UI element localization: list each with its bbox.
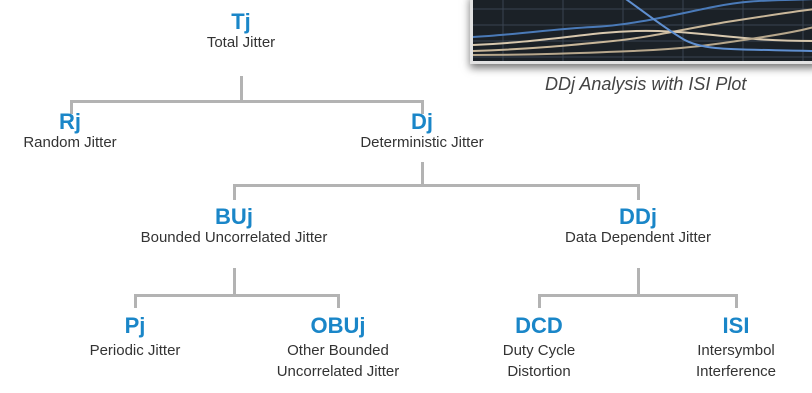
node-description: Periodic Jitter	[89, 342, 181, 359]
node-description: Bounded Uncorrelated Jitter	[140, 229, 328, 246]
connector-isi-drop	[735, 294, 738, 308]
node-duty-cycle-distortion: DCD Duty Cycle Distortion	[503, 314, 576, 381]
node-other-bounded-uncorrelated-jitter: OBUj Other Bounded Uncorrelated Jitter	[277, 314, 400, 381]
isi-plot-screenshot	[470, 0, 812, 64]
node-description: Deterministic Jitter	[360, 134, 484, 151]
node-abbr: BUj	[215, 204, 253, 229]
node-total-jitter: Tj Total Jitter	[207, 10, 275, 52]
connector-pj-drop	[134, 294, 137, 308]
node-description: Random Jitter	[23, 134, 117, 151]
connector-dj-drop	[421, 100, 424, 114]
connector-buj-drop	[233, 184, 236, 200]
connector-ddj-children	[538, 294, 738, 297]
node-abbr: ISI	[722, 313, 750, 338]
node-periodic-jitter: Pj Periodic Jitter	[90, 314, 181, 360]
connector-ddj-drop	[637, 184, 640, 200]
node-description-line1: Other Bounded	[287, 342, 389, 359]
connector-tj-children	[70, 100, 424, 103]
node-abbr: DDj	[619, 204, 657, 229]
connector-rj-drop	[70, 100, 73, 114]
node-intersymbol-interference: ISI Intersymbol Interference	[696, 314, 776, 381]
node-data-dependent-jitter: DDj Data Dependent Jitter	[565, 205, 711, 247]
connector-dj-children	[233, 184, 640, 187]
connector-ddj-stem	[637, 268, 640, 296]
node-description-line2: Uncorrelated Jitter	[276, 363, 400, 380]
node-deterministic-jitter: Dj Deterministic Jitter	[360, 110, 483, 152]
connector-tj-stem	[240, 76, 243, 102]
node-random-jitter: Rj Random Jitter	[23, 110, 116, 152]
connector-buj-children	[134, 294, 340, 297]
node-description-line2: Distortion	[507, 363, 571, 380]
inset-caption: DDj Analysis with ISI Plot	[545, 74, 747, 94]
node-abbr: Pj	[124, 313, 146, 338]
node-description: Total Jitter	[206, 34, 276, 51]
node-description-line2: Interference	[695, 363, 777, 380]
node-abbr: OBUj	[310, 313, 366, 338]
node-description: Data Dependent Jitter	[565, 229, 711, 246]
connector-obuj-drop	[337, 294, 340, 308]
node-abbr: DCD	[515, 313, 563, 338]
node-bounded-uncorrelated-jitter: BUj Bounded Uncorrelated Jitter	[141, 205, 328, 247]
node-description-line1: Duty Cycle	[502, 342, 576, 359]
node-abbr: Dj	[410, 109, 433, 134]
node-description-line1: Intersymbol	[697, 342, 775, 359]
connector-dcd-drop	[538, 294, 541, 308]
connector-buj-stem	[233, 268, 236, 296]
isi-plot-graphic	[473, 0, 812, 61]
connector-dj-stem	[421, 162, 424, 186]
node-abbr: Tj	[231, 9, 251, 34]
node-abbr: Rj	[59, 109, 81, 134]
